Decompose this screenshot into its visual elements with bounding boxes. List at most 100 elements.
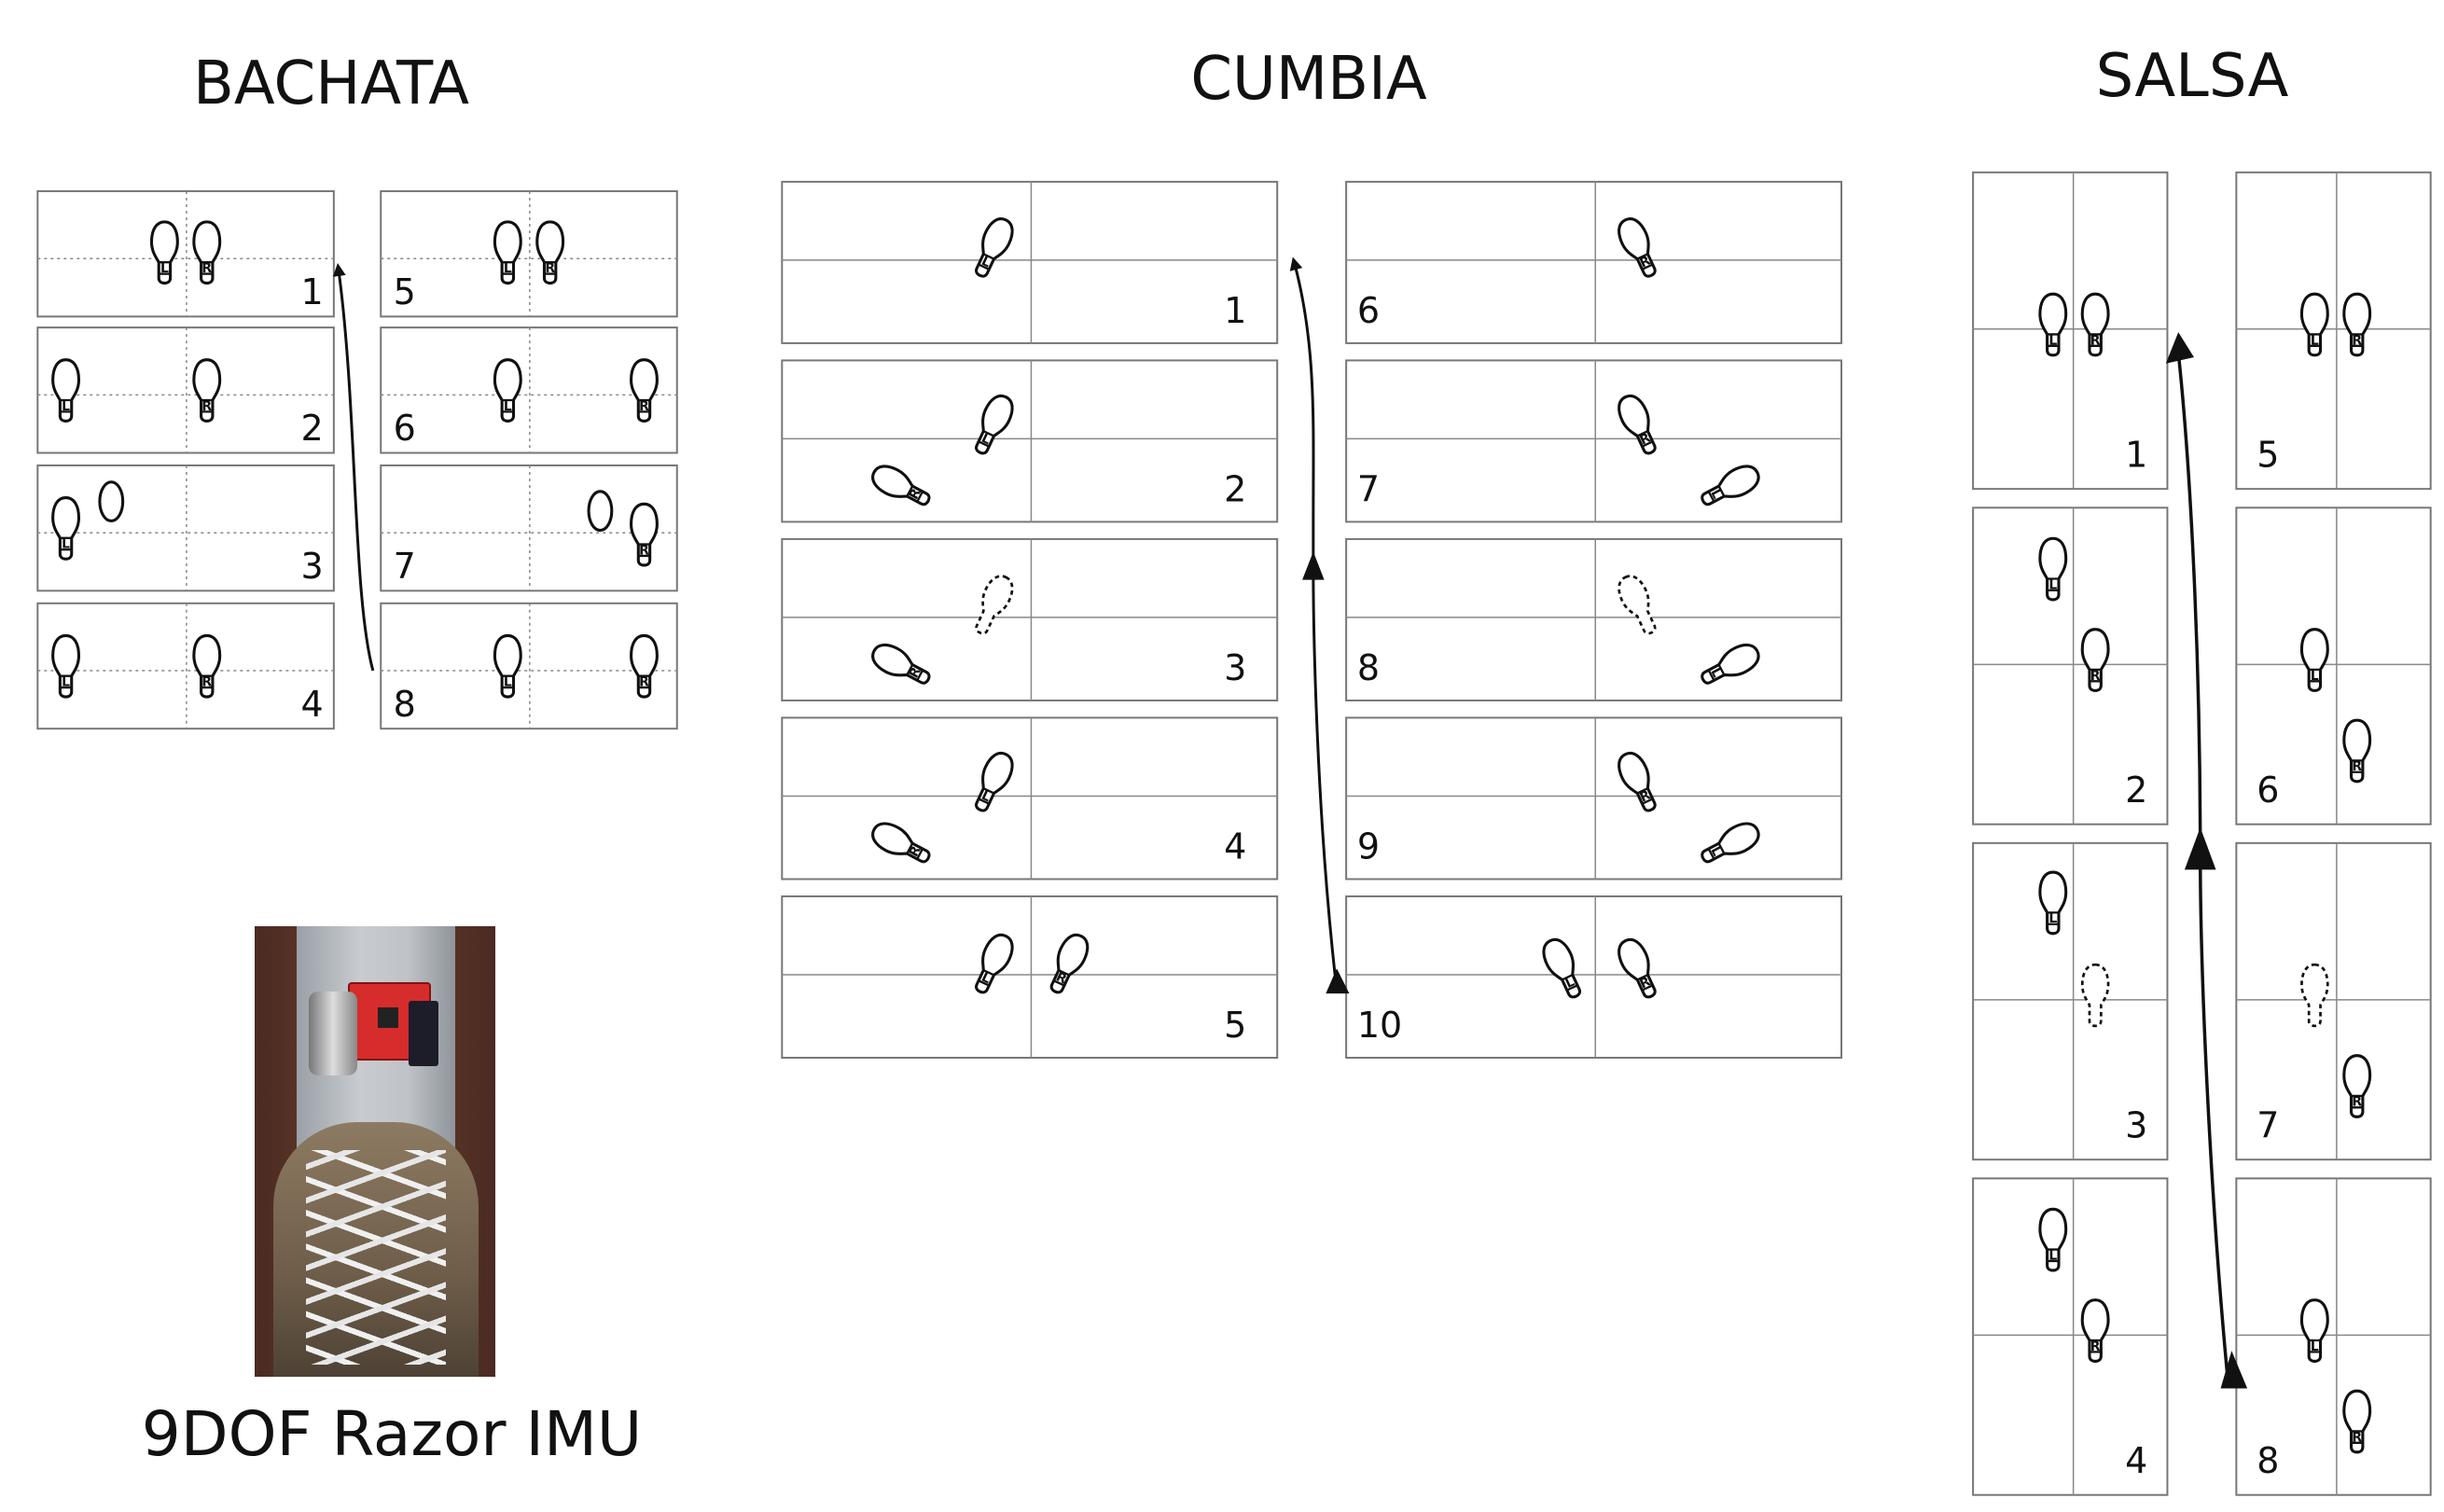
foot-letter: R xyxy=(2090,1339,2101,1354)
cumbia-step-number: 2 xyxy=(1224,469,1246,510)
foot-letter: L xyxy=(504,399,512,414)
cumbia-start-arrowhead xyxy=(1326,968,1350,994)
foot-letter: R xyxy=(2352,1430,2362,1445)
salsa-step-box xyxy=(1972,841,2169,1161)
foot-letter: R xyxy=(2090,669,2101,684)
salsa-left-foot: L xyxy=(2038,292,2068,357)
salsa-step-box xyxy=(1972,1177,2169,1496)
cumbia-step-box xyxy=(1345,537,1842,701)
foot-letter: R xyxy=(201,261,212,276)
salsa-step-number: 8 xyxy=(2257,1440,2279,1481)
salsa-start-arrowhead xyxy=(2220,1351,2248,1389)
foot-letter: R xyxy=(201,675,212,690)
salsa-right-foot: R xyxy=(2080,292,2110,357)
foot-letter: L xyxy=(504,261,512,276)
bachata-left-foot: L xyxy=(493,220,522,285)
foot-letter: L xyxy=(2048,333,2057,348)
salsa-left-foot: L xyxy=(2299,292,2329,357)
cumbia-right-foot: R xyxy=(1612,390,1665,460)
salsa-right-foot: R xyxy=(2342,718,2372,784)
cumbia-step-box xyxy=(781,895,1279,1060)
cumbia-step-number: 3 xyxy=(1224,647,1246,688)
cumbia-right-foot: R xyxy=(866,459,937,514)
foot-letter: R xyxy=(201,399,212,414)
cumbia-right-foot: R xyxy=(866,637,937,693)
cumbia-left-foot: L xyxy=(1536,934,1590,1004)
salsa-left-foot: L xyxy=(2299,1298,2329,1363)
foot-letter: L xyxy=(504,675,512,690)
salsa-right-foot: R xyxy=(2342,1389,2372,1454)
bluetooth-module xyxy=(409,1001,438,1066)
salsa-step-box xyxy=(2235,841,2432,1161)
salsa-step-box xyxy=(1972,506,2169,825)
bachata-left-foot: L xyxy=(493,358,522,423)
salsa-step-box xyxy=(1972,171,2169,491)
bachata-step-box xyxy=(36,464,335,592)
cumbia-step-box xyxy=(781,359,1279,523)
title-bachata: BACHATA xyxy=(192,49,470,118)
bachata-step-number: 8 xyxy=(394,684,416,725)
bachata-right-foot: R xyxy=(192,633,222,699)
cumbia-step-number: 1 xyxy=(1224,290,1246,331)
bachata-step-number: 1 xyxy=(301,271,324,312)
cumbia-right-foot: R xyxy=(866,816,937,871)
foot-letter: L xyxy=(62,537,70,552)
foot-letter: L xyxy=(62,399,70,414)
foot-letter: R xyxy=(2352,333,2362,348)
salsa-mid-arrowhead xyxy=(2184,827,2216,870)
cumbia-left-foot: L xyxy=(966,390,1020,460)
bachata-step-number: 3 xyxy=(301,546,324,587)
salsa-left-foot: L xyxy=(2038,1207,2068,1272)
salsa-step-number: 3 xyxy=(2125,1105,2147,1146)
foot-letter: R xyxy=(639,543,649,558)
bachata-step-box xyxy=(36,326,335,454)
bachata-step-number: 6 xyxy=(394,408,416,449)
salsa-step-number: 2 xyxy=(2125,770,2147,811)
salsa-step-box xyxy=(2235,506,2432,825)
bachata-sequence-arrow xyxy=(332,263,375,672)
cumbia-step-box xyxy=(1345,180,1842,344)
foot-letter: R xyxy=(2352,1095,2362,1110)
salsa-step-number: 6 xyxy=(2257,770,2279,811)
cumbia-step-box xyxy=(781,180,1279,344)
bachata-step-box xyxy=(380,326,678,454)
cumbia-step-box xyxy=(1345,895,1842,1060)
laces xyxy=(306,1150,446,1365)
cumbia-left-foot: L xyxy=(966,213,1020,283)
bachata-step-box xyxy=(380,189,678,318)
bachata-step-box xyxy=(380,464,678,592)
imu-ankle-photo xyxy=(255,926,495,1377)
salsa-end-arrowhead xyxy=(2165,332,2194,364)
cumbia-step-number: 10 xyxy=(1357,1005,1402,1046)
title-salsa: SALSA xyxy=(2095,42,2289,111)
imu-caption: 9DOF Razor IMU xyxy=(141,1398,643,1470)
cumbia-step-box xyxy=(1345,716,1842,881)
bachata-right-foot: R xyxy=(535,220,565,285)
foot-letter: L xyxy=(2048,1248,2057,1263)
foot-letter: R xyxy=(2352,759,2362,774)
cumbia-step-box xyxy=(781,537,1279,701)
cumbia-left-foot: L xyxy=(1695,637,1765,693)
cumbia-left-foot: L xyxy=(966,747,1020,817)
imu-chip xyxy=(378,1007,398,1028)
bachata-left-tap xyxy=(587,490,614,533)
cumbia-step-number: 5 xyxy=(1224,1005,1246,1046)
foot-letter: L xyxy=(2311,333,2319,348)
bachata-left-foot: L xyxy=(51,633,81,699)
salsa-left-foot: L xyxy=(2038,536,2068,602)
foot-letter: L xyxy=(2311,1339,2319,1354)
bachata-left-foot: L xyxy=(51,358,81,423)
cumbia-step-number: 9 xyxy=(1357,826,1380,867)
bachata-step-box xyxy=(380,602,678,730)
bachata-step-box xyxy=(36,602,335,730)
cumbia-right-foot: R xyxy=(1612,747,1665,817)
cumbia-step-number: 6 xyxy=(1357,290,1380,331)
salsa-left-foot: L xyxy=(2299,628,2329,692)
salsa-step-number: 1 xyxy=(2125,435,2147,476)
cumbia-left-foot: L xyxy=(1695,459,1765,514)
bachata-left-foot: L xyxy=(51,496,81,561)
cumbia-right-foot: R xyxy=(1041,929,1094,999)
foot-letter: R xyxy=(2090,333,2101,348)
salsa-step-box xyxy=(2235,171,2432,491)
